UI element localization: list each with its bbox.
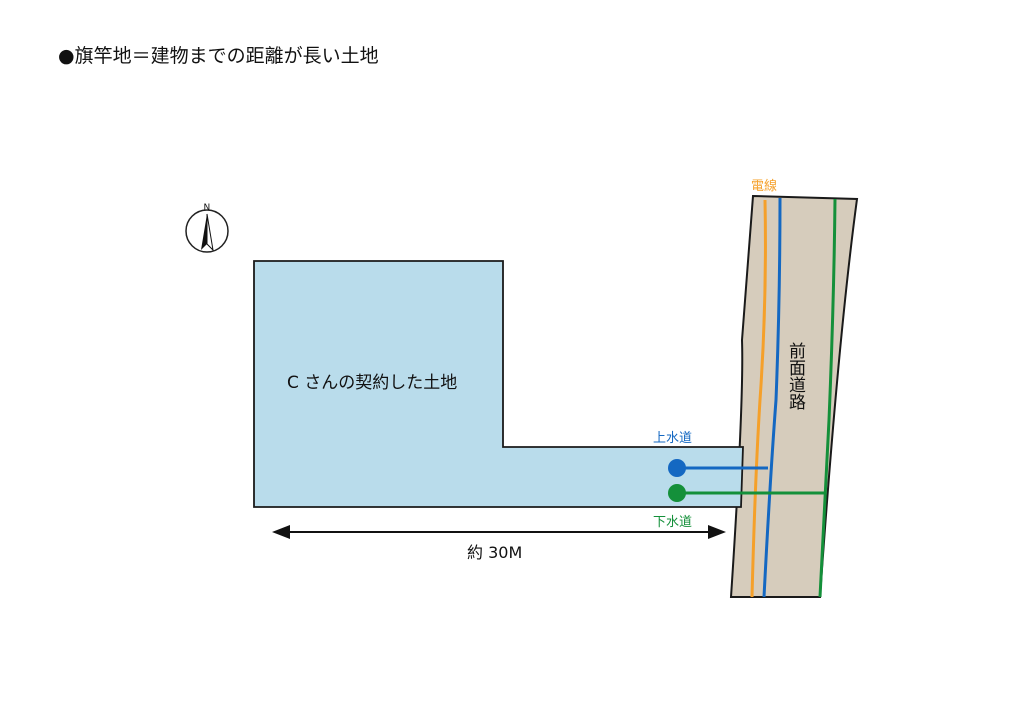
water-main-label: 上水道	[653, 431, 692, 446]
distance-arrow	[272, 525, 726, 539]
power-line	[750, 199, 767, 598]
water-main-line	[762, 197, 782, 598]
power-line-label: 電線	[751, 178, 777, 194]
page-title: ●旗竿地＝建物までの距離が長い土地	[58, 45, 379, 67]
sewer-line	[818, 198, 837, 598]
road-label: 前面道路	[785, 342, 806, 410]
north-compass-icon: N	[185, 203, 229, 253]
water-connection-point	[668, 459, 686, 477]
sewer-label: 下水道	[653, 515, 692, 530]
flag-lot	[253, 260, 744, 508]
sewer-connection-point	[668, 484, 686, 502]
distance-label: 約 30M	[467, 543, 522, 562]
compass-north-label: N	[204, 203, 211, 213]
lot-label: C さんの契約した土地	[287, 373, 457, 393]
